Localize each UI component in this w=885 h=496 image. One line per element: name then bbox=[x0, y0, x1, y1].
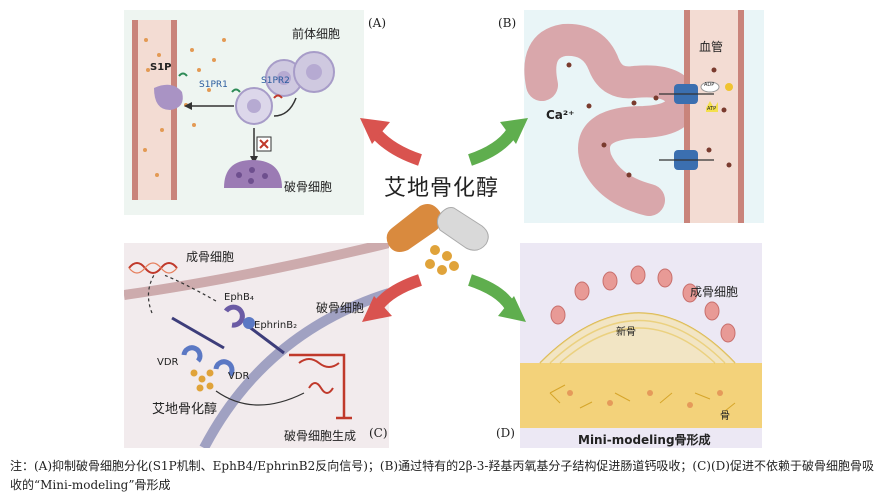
pill-capsule-icon bbox=[386, 204, 489, 252]
osteoclast-icon bbox=[224, 160, 282, 188]
s1pr2-label: S1PR2 bbox=[261, 76, 290, 86]
generation-label: 破骨细胞生成 bbox=[284, 429, 357, 443]
panel-d: 成骨细胞 新骨 骨 Mini-modeling骨形成 bbox=[520, 243, 762, 448]
vessel-label: 血管 bbox=[699, 40, 724, 54]
drug-label: 艾地骨化醇 bbox=[152, 402, 218, 417]
panel-b: 血管 Ca²⁺ ADP ATP bbox=[524, 10, 764, 223]
panel-d-tag: (D) bbox=[496, 426, 515, 440]
s1pr1-label: S1PR1 bbox=[199, 80, 228, 90]
panel-a-tag: (A) bbox=[368, 16, 387, 30]
new-bone-label: 新骨 bbox=[616, 327, 636, 338]
panel-c-tag: (C) bbox=[369, 426, 388, 440]
mini-modeling-label: Mini-modeling骨形成 bbox=[578, 433, 711, 447]
panel-a-illustration bbox=[132, 20, 335, 200]
osteoblast-label: 成骨细胞 bbox=[690, 285, 739, 299]
arrow-to-c bbox=[373, 274, 422, 310]
bone-label: 骨 bbox=[720, 411, 730, 422]
vdr-label-2: VDR bbox=[228, 371, 250, 382]
osteoclast-label: 破骨细胞 bbox=[284, 180, 333, 194]
panel-b-tag: (B) bbox=[498, 16, 517, 30]
receptor-icon bbox=[178, 72, 188, 77]
s1p-label: S1P bbox=[150, 62, 172, 73]
ephb4-label: EphB₄ bbox=[224, 292, 254, 303]
intestine-icon bbox=[524, 23, 698, 216]
calcium-label: Ca²⁺ bbox=[546, 108, 575, 122]
center-graphic bbox=[360, 118, 528, 322]
panel-c-illustration bbox=[124, 243, 389, 448]
ephrinb2-label: EphrinB₂ bbox=[254, 320, 298, 331]
dna-icon bbox=[128, 262, 178, 274]
arrow-to-d bbox=[468, 274, 516, 310]
bone-icon bbox=[520, 363, 762, 428]
panel-b-illustration bbox=[524, 10, 744, 223]
arrow-to-a bbox=[370, 127, 422, 166]
center-title: 艾地骨化醇 bbox=[384, 176, 500, 201]
panel-c: 成骨细胞 破骨细胞 EphB₄ EphrinB₂ VDR VDR 艾地骨化醇 破… bbox=[124, 243, 389, 448]
panel-d-illustration bbox=[520, 265, 762, 428]
osteoblast-label: 成骨细胞 bbox=[186, 250, 235, 264]
atp-label: ATP bbox=[707, 106, 717, 112]
osteoclast-label: 破骨细胞 bbox=[316, 301, 365, 315]
vdr-label-1: VDR bbox=[157, 357, 179, 368]
migrating-cell-icon bbox=[154, 84, 183, 110]
precursor-cell-label: 前体细胞 bbox=[292, 27, 341, 41]
arrow-to-b bbox=[468, 128, 517, 166]
adp-label: ADP bbox=[704, 82, 715, 88]
figure-caption: 注：(A)抑制破骨细胞分化(S1P机制、EphB4/EphrinB2反向信号)；… bbox=[10, 459, 874, 492]
panel-a: 前体细胞 S1P S1PR1 S1PR2 破骨细胞 bbox=[124, 10, 364, 215]
